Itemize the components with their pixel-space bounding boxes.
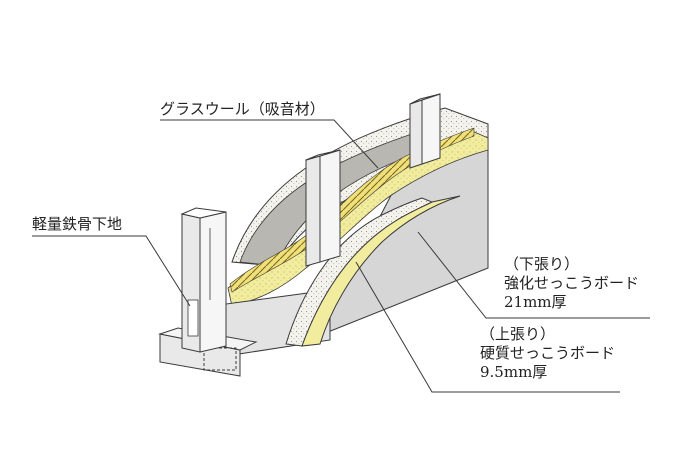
- upper-board-label: （上張り） 硬質せっこうボード 9.5mm厚: [480, 325, 615, 382]
- lower-board-label-line3: 21mm厚: [504, 293, 567, 311]
- lower-board-strip: [301, 195, 461, 347]
- steel-frame-label: 軽量鉄骨下地: [32, 215, 123, 233]
- lower-board-label-line1: （下張り）: [504, 255, 580, 273]
- stud-back: [409, 93, 441, 169]
- stud-front: [180, 207, 227, 353]
- leader-lower-board: [417, 231, 650, 319]
- lower-board-label-line2: 強化せっこうボード: [504, 274, 640, 292]
- upper-board-label-line3: 9.5mm厚: [480, 363, 548, 381]
- leader-upper-board: [355, 261, 620, 393]
- leader-glass-wool: [160, 119, 379, 169]
- glass-wool-label: グラスウール（吸音材）: [160, 100, 325, 118]
- hidden-bracket: [203, 347, 237, 371]
- upper-board-label-line1: （上張り）: [480, 325, 556, 343]
- leader-lines: [32, 119, 650, 393]
- lower-board-label: （下張り） 強化せっこうボード 21mm厚: [504, 255, 639, 312]
- stud-middle: [305, 149, 341, 267]
- leader-steel-frame: [32, 235, 191, 307]
- upper-board-label-line2: 硬質せっこうボード: [480, 344, 616, 362]
